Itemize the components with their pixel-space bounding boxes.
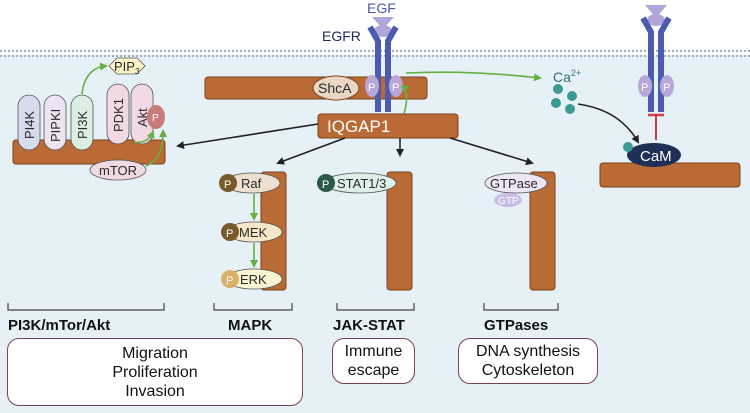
right-phospho-right bbox=[660, 75, 674, 97]
calcium-ion-2 bbox=[567, 91, 577, 101]
gtp-label: GTP bbox=[498, 196, 519, 207]
right-ligand-shape bbox=[645, 5, 667, 18]
arrow-iqgap1-to-pi3k bbox=[176, 123, 319, 150]
mek-label: MEK bbox=[239, 225, 268, 240]
pip3-label: PIP3 bbox=[114, 59, 140, 76]
shca-node bbox=[312, 75, 360, 101]
erk-label: ERK bbox=[240, 272, 267, 287]
arrow-iqgap1-to-egfr bbox=[400, 84, 410, 115]
arrow-pi3k-to-pip3 bbox=[81, 62, 108, 95]
arrow-egfr-to-calcium bbox=[405, 71, 542, 82]
calcium-label: Ca2+ bbox=[553, 68, 581, 85]
right-phospho-left bbox=[638, 75, 652, 97]
arrow-mtor-to-akt bbox=[145, 129, 168, 167]
iqgap1-bar bbox=[317, 113, 459, 139]
outcome-text-dna: DNA synthesis Cytoskeleton bbox=[475, 343, 581, 379]
outcome-text-immune: Immune escape bbox=[344, 343, 403, 379]
calcium-ion-1 bbox=[553, 84, 563, 94]
mtor-label: mTOR bbox=[99, 163, 137, 178]
pathway-label-gtpases: GTPases bbox=[484, 317, 548, 334]
egf-ligand-shape bbox=[372, 17, 394, 29]
bracket-pi3k bbox=[7, 303, 165, 311]
akt-phospho bbox=[147, 105, 165, 129]
right-phospho-right-label: P bbox=[663, 82, 670, 94]
scaffold-cam bbox=[599, 162, 741, 188]
raf-phospho bbox=[219, 174, 237, 192]
pathway-label-mapk: MAPK bbox=[228, 317, 272, 334]
mtor-node bbox=[89, 159, 147, 181]
arrow-pdk1-to-akt bbox=[133, 130, 155, 144]
egfr-phospho-right bbox=[389, 75, 403, 97]
arrow-calcium-to-cam bbox=[577, 103, 639, 144]
stat-label: STAT1/3 bbox=[337, 176, 386, 191]
cam-bound-calcium bbox=[623, 142, 633, 152]
erk-phospho-label: P bbox=[226, 275, 233, 287]
cam-label: CaM bbox=[640, 148, 672, 165]
pdk1-label: PDK1 bbox=[111, 98, 126, 132]
pdk1-node bbox=[106, 83, 130, 145]
erk-phospho bbox=[221, 270, 239, 288]
pathway-label-pi3k: PI3K/mTor/Akt bbox=[8, 317, 110, 334]
outcome-text-migration: Migration Proliferation Invasion bbox=[112, 344, 198, 400]
iqgap1-label: IQGAP1 bbox=[327, 117, 390, 136]
mek-phospho-label: P bbox=[226, 228, 233, 240]
outcome-box-dna: DNA synthesis Cytoskeleton bbox=[458, 338, 598, 384]
pipki-node bbox=[43, 94, 67, 151]
shca-label: ShcA bbox=[318, 80, 352, 96]
egfr-phospho-left-label: P bbox=[368, 82, 375, 94]
bracket-gtpases bbox=[483, 303, 559, 311]
pi4k-label: PI4K bbox=[22, 110, 37, 139]
scaffold-jakstat bbox=[386, 171, 413, 291]
bracket-mapk bbox=[213, 303, 293, 311]
pi3k-node bbox=[70, 94, 94, 151]
cam-node bbox=[627, 143, 681, 167]
stat-phospho-label: P bbox=[322, 179, 329, 191]
egf-ligand-body bbox=[374, 25, 392, 37]
akt-phospho-label: P bbox=[152, 113, 159, 124]
akt-label: Akt bbox=[135, 108, 150, 127]
gtpase-label: GTPase bbox=[490, 176, 538, 191]
scaffold-gtpase bbox=[529, 171, 556, 291]
pip3-base: PIP bbox=[114, 59, 135, 74]
right-phospho-left-label: P bbox=[641, 82, 648, 94]
pi4k-node bbox=[17, 94, 41, 151]
raf-phospho-label: P bbox=[224, 179, 231, 191]
pip3-subscript: 3 bbox=[135, 67, 140, 76]
outcome-box-migration: Migration Proliferation Invasion bbox=[7, 338, 303, 406]
egfr-phospho-left bbox=[365, 75, 379, 97]
stat-phospho bbox=[317, 174, 335, 192]
arrow-iqgap1-to-gtpase bbox=[449, 137, 534, 166]
pip3-node bbox=[108, 57, 146, 75]
calcium-ion-3 bbox=[551, 98, 561, 108]
outcome-box-immune: Immune escape bbox=[332, 338, 415, 384]
pathway-label-jakstat: JAK-STAT bbox=[333, 317, 405, 334]
egfr-label: EGFR bbox=[322, 28, 361, 44]
calcium-base: Ca bbox=[553, 69, 571, 85]
calcium-ion-4 bbox=[565, 104, 575, 114]
pipki-label: PIPKI bbox=[48, 109, 63, 142]
gtpase-node bbox=[484, 172, 548, 194]
pi3k-label: PI3K bbox=[75, 110, 90, 139]
arrow-iqgap1-to-mapk bbox=[276, 137, 346, 165]
raf-label: Raf bbox=[241, 176, 262, 191]
bracket-jakstat bbox=[336, 303, 415, 311]
egf-label: EGF bbox=[367, 0, 396, 16]
egfr-phospho-right-label: P bbox=[392, 82, 399, 94]
mek-phospho bbox=[221, 223, 239, 241]
calcium-charge: 2+ bbox=[571, 68, 581, 78]
gtp-node bbox=[494, 193, 522, 207]
right-ligand-body bbox=[647, 14, 665, 26]
